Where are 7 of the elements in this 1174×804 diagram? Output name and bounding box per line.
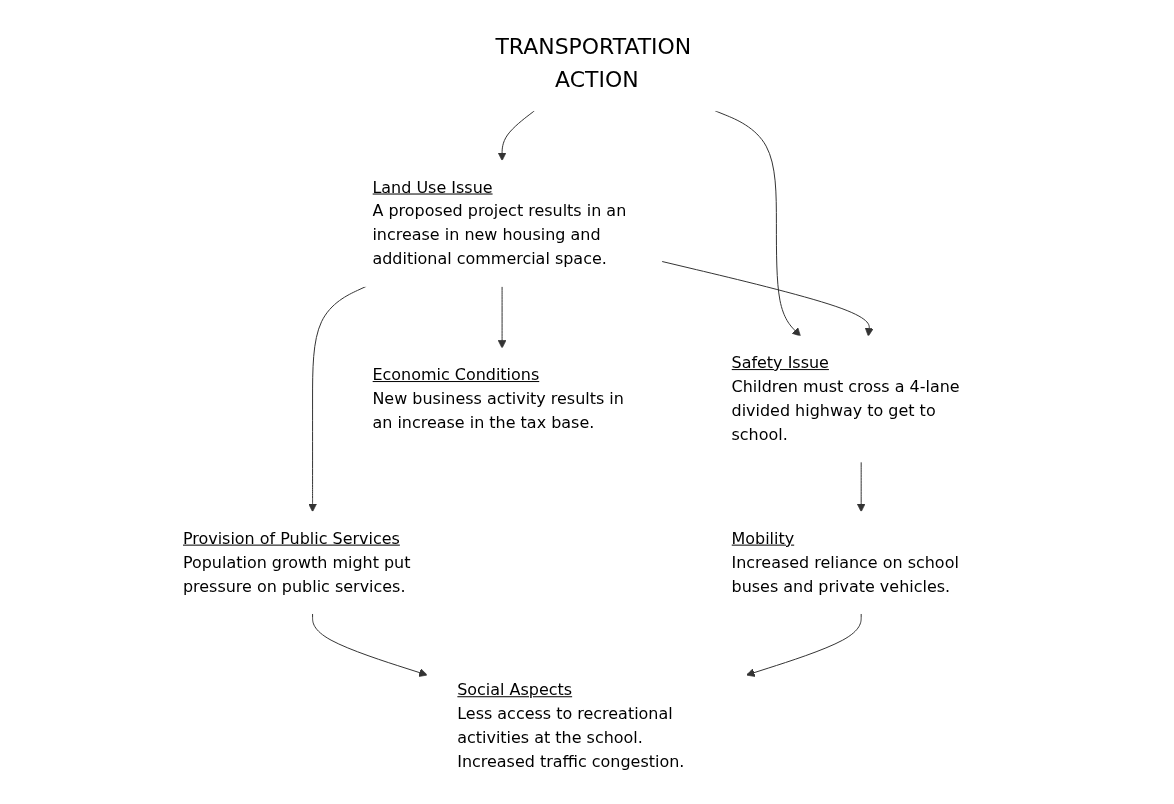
node-text: Mobility Increased reliance on school buses and private vehicles. <box>731 528 959 596</box>
node-text: Economic Conditions New business activity results in an increase in the tax base. <box>372 365 625 432</box>
node-text: Provision of Public Services Population growth might put pressure on public services. <box>183 528 411 596</box>
node-text: Social Aspects Less access to recreational activities at the school. Increased traffic congestion. <box>457 680 685 772</box>
node-text: Land Use Issue A proposed project results in an increase in new housing and additional commercial space. <box>372 177 627 269</box>
node-text: Safety Issue Children must cross a 4-lane divided highway to get to school. <box>731 353 960 444</box>
node-text: TRANSPORTATION ACTION <box>495 33 692 92</box>
